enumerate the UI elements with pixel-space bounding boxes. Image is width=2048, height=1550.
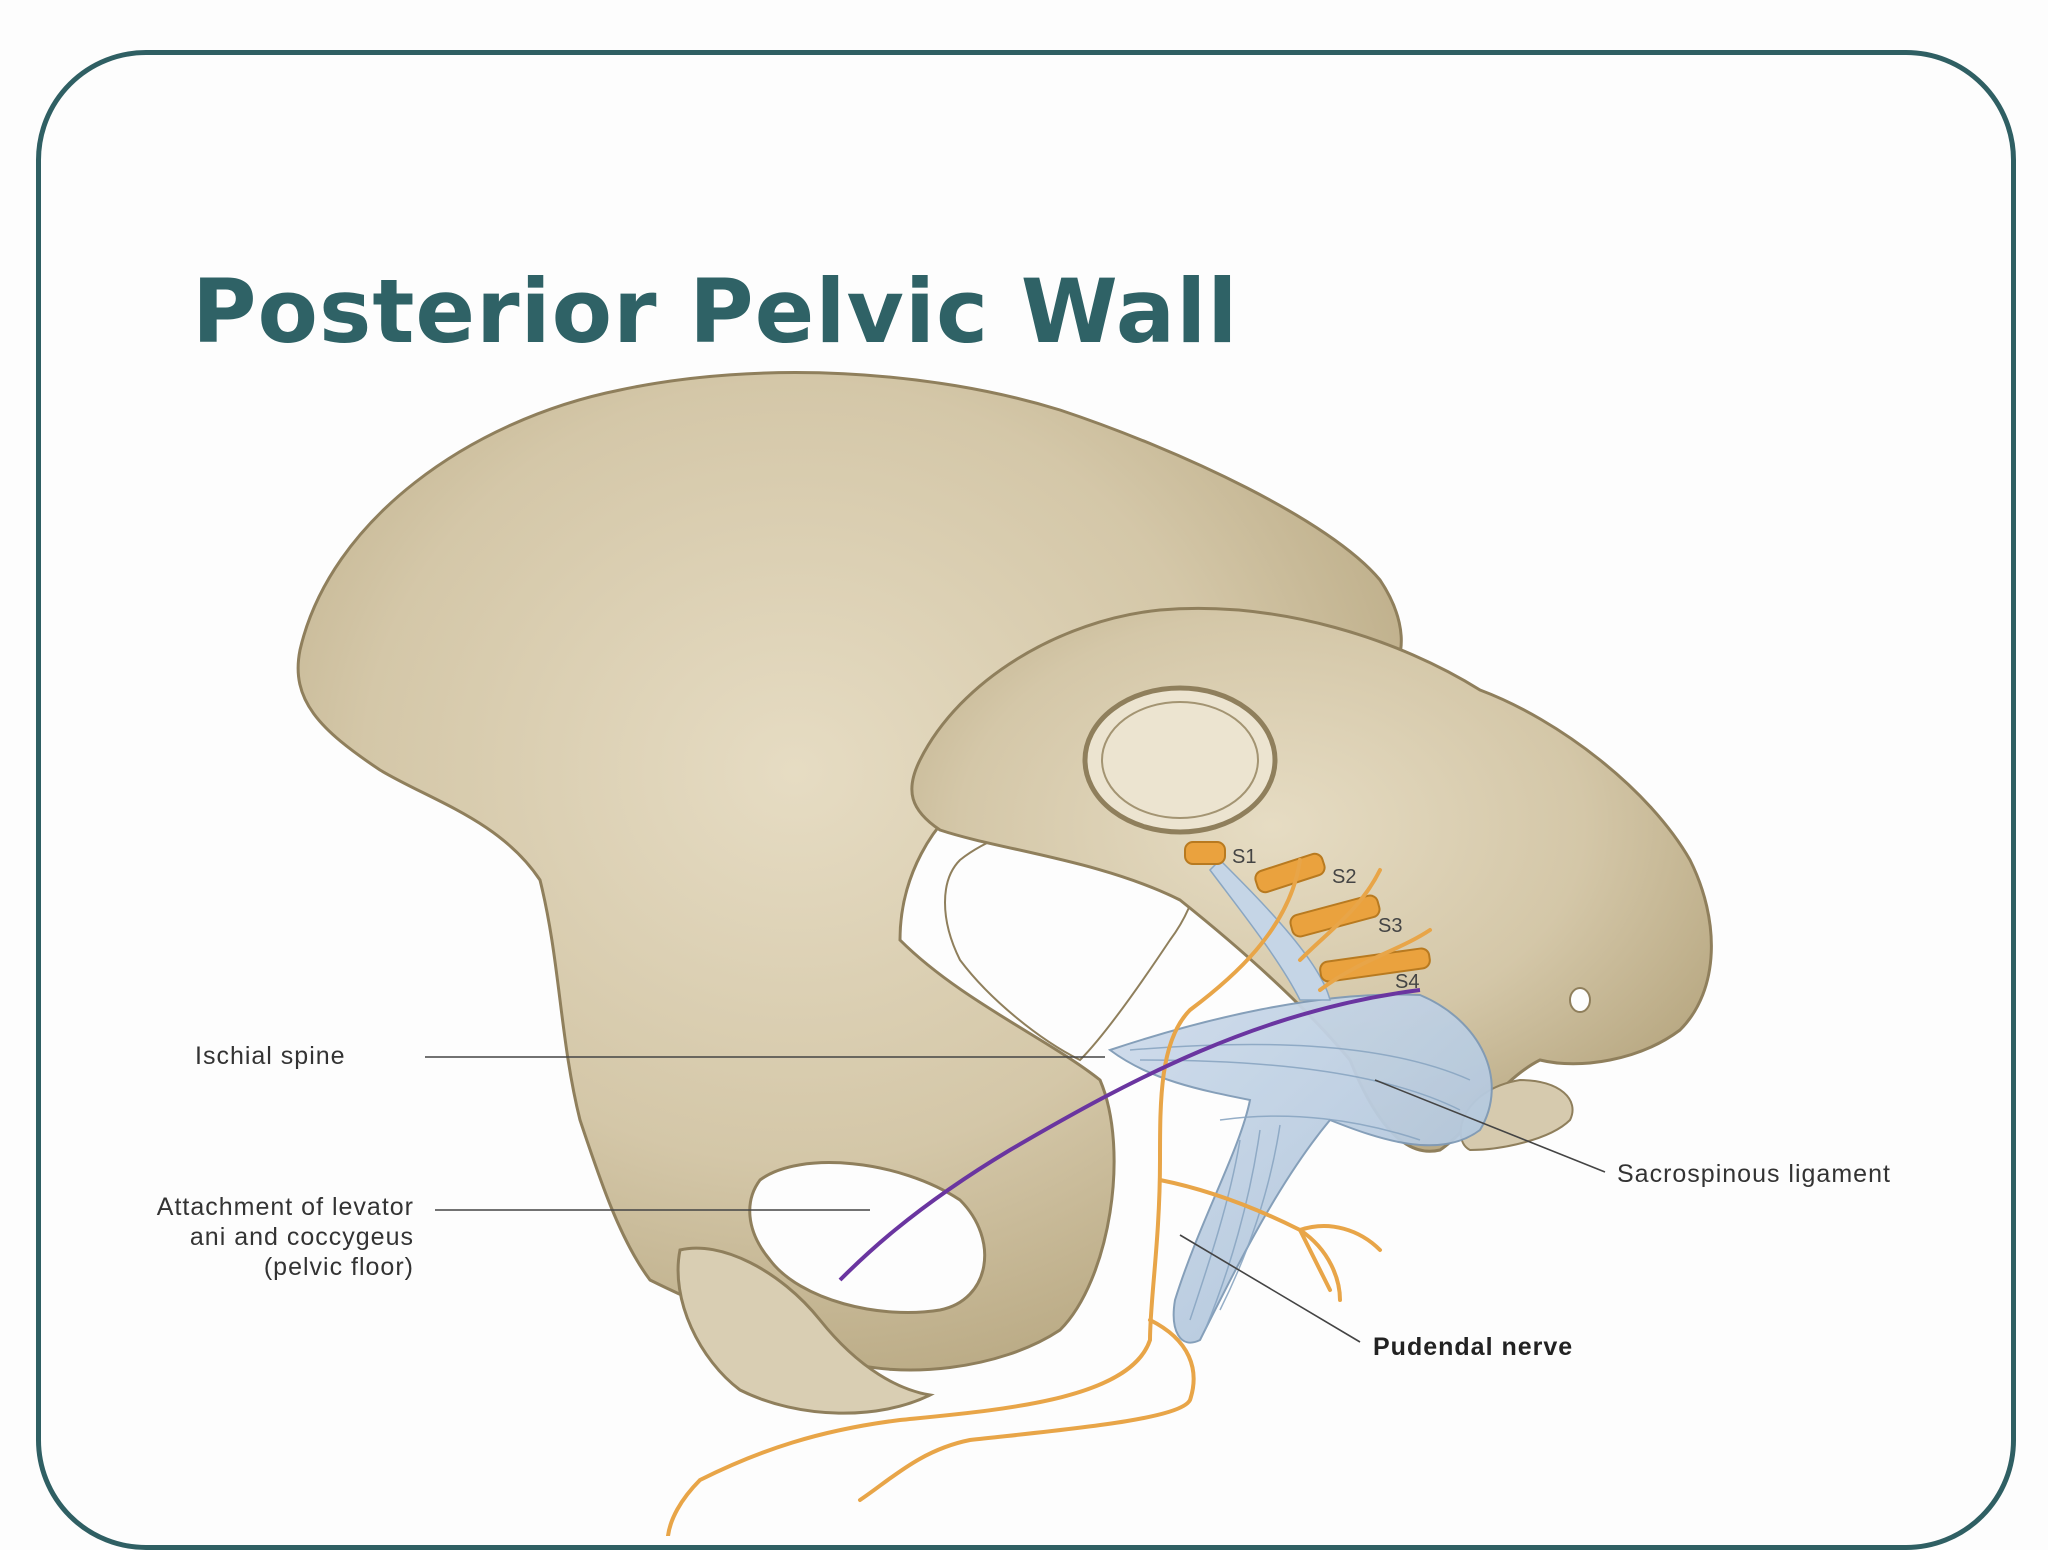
arcuate-line [838,988,1421,1282]
attachment-label-line3: (pelvic floor) [263,1253,414,1281]
obturator-foramen [748,1161,987,1314]
leader-pudendal [1179,1234,1361,1343]
slide-title: Posterior Pelvic Wall [192,260,1239,363]
pudendal-nerve [666,858,1432,1536]
attachment-label-line1: Attachment of levator [156,1193,414,1221]
attachment-label: Attachment of levator ani and coccygeus … [52,1192,414,1282]
root-label-s3: S3 [1378,915,1402,937]
ischial-spine-label: Ischial spine [195,1042,346,1070]
leader-sacrospinous [1374,1079,1606,1173]
sacral-promontory-disc [1082,685,1278,835]
sacrospinous-ligament-label: Sacrospinous ligament [1617,1160,1891,1188]
root-label-s2: S2 [1332,866,1356,888]
pudendal-nerve-label: Pudendal nerve [1373,1333,1574,1361]
sacral-foramen [1569,987,1591,1013]
attachment-label-line2: ani and coccygeus [189,1223,414,1251]
root-label-s1: S1 [1232,846,1256,868]
root-label-s4: S4 [1395,971,1419,993]
ischial-tuberosity [676,1246,935,1415]
sacrospinous-ligament [1107,993,1493,1344]
